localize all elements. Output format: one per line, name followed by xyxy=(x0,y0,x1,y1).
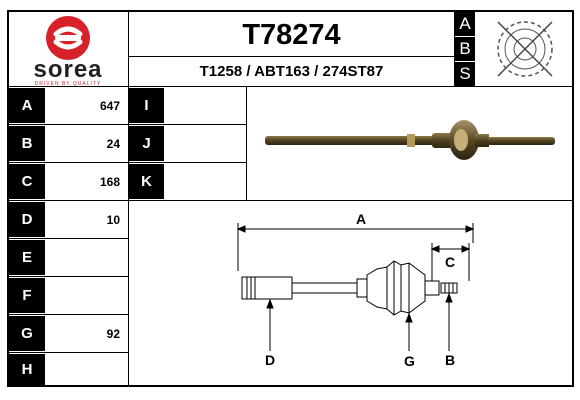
spec-label-j: J xyxy=(129,126,164,161)
spec-value-h xyxy=(46,354,126,385)
spec-value-a: 647 xyxy=(99,98,120,113)
spec-label-i: I xyxy=(129,88,164,123)
datasheet-frame xyxy=(7,10,574,387)
pointer-label-b: B xyxy=(445,352,456,368)
spec-value-d: 10 xyxy=(106,212,120,227)
pointer-label-g: G xyxy=(404,353,415,369)
dimension-label-a: A xyxy=(356,211,367,227)
spec-label-k: K xyxy=(129,164,164,199)
product-photo xyxy=(247,87,572,200)
abs-letter-s: S xyxy=(455,62,475,86)
spec-label-c: C xyxy=(9,164,45,199)
brand-name: sorea xyxy=(33,56,103,83)
spec-value-e xyxy=(46,240,126,275)
spec-value-c: 168 xyxy=(99,174,120,189)
spec-label-d: D xyxy=(9,202,45,237)
spec-label-e: E xyxy=(9,240,45,275)
spec-value-f xyxy=(46,278,126,313)
spec-label-g: G xyxy=(9,316,45,351)
spec-value-b: 24 xyxy=(106,136,120,151)
spec-label-h: H xyxy=(9,354,45,385)
part-number: T78274 xyxy=(242,18,341,51)
sorea-logo-icon xyxy=(46,16,90,60)
abs-ring-crossed-icon xyxy=(478,12,572,86)
pointer-label-d: D xyxy=(265,352,276,368)
abs-letter-b: B xyxy=(455,37,475,61)
abs-letter-a: A xyxy=(455,12,475,36)
brand-logo: sorea DRIVEN BY QUALITY xyxy=(12,12,124,87)
dimension-label-c: C xyxy=(445,254,456,270)
spec-label-b: B xyxy=(9,126,45,161)
brand-tagline: DRIVEN BY QUALITY xyxy=(34,81,102,87)
part-references: T1258 / ABT163 / 274ST87 xyxy=(199,63,384,80)
spec-label-a: A xyxy=(9,88,45,123)
dimension-diagram: A C D G B xyxy=(129,201,572,385)
spec-value-g: 92 xyxy=(106,326,120,341)
spec-label-f: F xyxy=(9,278,45,313)
